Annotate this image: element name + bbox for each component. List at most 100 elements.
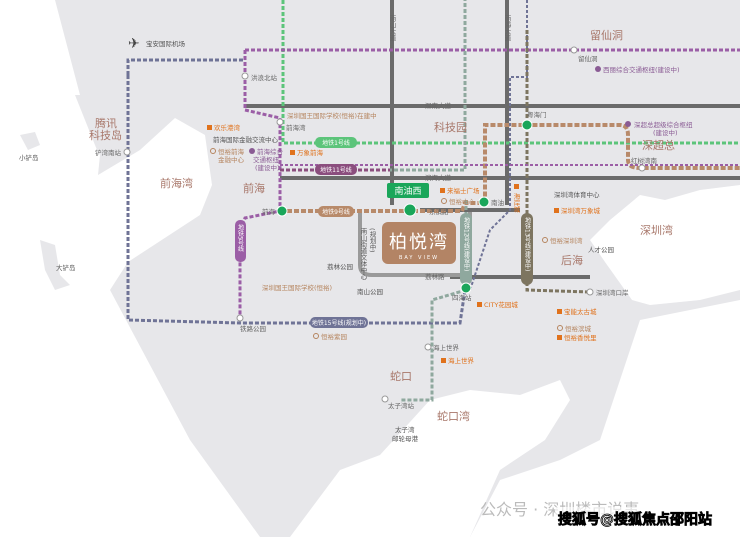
shekou-bay <box>290 380 570 537</box>
road-shennan: 深南大道 <box>425 101 452 110</box>
poi-lilin[interactable]: 荔林公园 <box>327 262 353 271</box>
station-marker[interactable] <box>123 148 131 156</box>
station-hongshuwannan[interactable]: 红树湾南 <box>631 156 658 165</box>
mall-icon <box>514 184 519 189</box>
island-dachan: 大铲岛 <box>56 263 76 272</box>
line5-label: 地铁5号线 <box>237 223 244 252</box>
station-honglangbei[interactable]: 洪浪北站 <box>251 73 278 82</box>
mall-wanxiang-szw[interactable]: 深圳湾万象城 <box>561 206 601 215</box>
hub-scz-2: (建设中) <box>653 128 678 137</box>
station-qianhai[interactable]: 前海 <box>262 207 276 216</box>
southeast-sea <box>470 300 740 537</box>
station-yuehaimen[interactable]: 粤海门 <box>527 110 547 119</box>
station-liuxiandong[interactable]: 留仙洞 <box>578 54 598 63</box>
mall-taigu[interactable]: 宝能太古城 <box>564 307 597 316</box>
xiaochan-island <box>20 132 40 150</box>
watermarks: 公众号 · 深圳楼市说事 搜狐号@搜狐焦点邵阳站 <box>480 500 735 529</box>
hub-icon <box>595 66 601 72</box>
mall-wanxiang-qh[interactable]: 万象前海 <box>297 148 324 157</box>
hengyu-finance-1[interactable]: 恒裕前海 <box>218 147 245 156</box>
hengyu-bincheng[interactable]: 恒裕滨城 <box>565 324 592 333</box>
mall-xiangyue[interactable]: 恒裕香悦里 <box>564 333 597 342</box>
line1-label: 地铁1号线 <box>322 139 350 147</box>
project-marker[interactable]: 南油西 柏悦湾 BAY VIEW <box>382 183 456 264</box>
poi-culture[interactable]: 南山街道文体中心 <box>359 227 367 280</box>
district-houhai: 后海 <box>561 253 583 267</box>
station-kouan[interactable]: 深圳湾口岸 <box>596 288 629 297</box>
poi-finance[interactable]: 前海国际金融交流中心 <box>213 135 279 144</box>
poi-port-1[interactable]: 太子湾 <box>395 425 415 434</box>
mall-haian[interactable]: 海岸城 <box>512 192 520 214</box>
interchange-icon[interactable] <box>478 196 490 208</box>
district-kejiyuan: 科技园 <box>434 120 467 134</box>
hub-qianhai-2: 交通枢纽 <box>253 155 280 164</box>
hub-qianhai-3: (建设中) <box>255 163 280 172</box>
district-labels: 留仙洞 科技园 深超总 前海 后海 深圳湾 前海湾 蛇口 蛇口湾 腾讯 科技岛 … <box>19 29 675 423</box>
station-dongbinlu: 东滨路 <box>429 207 449 216</box>
interchange-icon[interactable] <box>276 205 288 217</box>
station-sihai[interactable]: 四海站 <box>452 293 472 302</box>
mall-icon <box>290 150 295 155</box>
station-marker[interactable] <box>381 395 389 403</box>
interchange-icon[interactable] <box>460 282 472 294</box>
station-tielu[interactable]: 铁路公园 <box>240 324 266 333</box>
station-marker[interactable] <box>424 343 432 351</box>
shenzhen-bay <box>590 185 740 305</box>
station-qianhaiwan[interactable]: 前海湾 <box>286 123 306 132</box>
mall-icon <box>440 188 445 193</box>
hengyu-center[interactable]: 恒裕中心 <box>449 197 476 206</box>
hengyu-szw[interactable]: 恒裕深圳湾 <box>550 236 583 245</box>
poi-port-2: 邮轮母港 <box>392 434 419 443</box>
hengyu-icon <box>313 333 319 339</box>
mall-haishang[interactable]: 海上世界 <box>448 356 475 365</box>
mall-laifushi[interactable]: 来福士广场 <box>447 186 480 195</box>
station-marker[interactable] <box>586 288 594 296</box>
line12-label: 地铁12号线(建设中) <box>463 216 470 271</box>
station-chanwannan[interactable]: 铲湾南站 <box>95 148 122 157</box>
metro-logo-icon <box>403 203 417 217</box>
district-qianhaiwan: 前海湾 <box>160 176 193 190</box>
station-marker[interactable] <box>236 314 244 322</box>
station-nanyou[interactable]: 南油 <box>491 198 504 207</box>
hub-scz-1[interactable]: 深超总超级综合枢纽 <box>634 120 693 129</box>
station-marker[interactable] <box>570 46 578 54</box>
hub-icon <box>625 121 631 127</box>
station-marker[interactable] <box>638 164 646 172</box>
poi-sports[interactable]: 深圳湾体育中心 <box>554 190 600 199</box>
hengyu-icon <box>210 148 216 154</box>
hub-xili[interactable]: 西丽综合交通枢纽(建设中) <box>603 65 680 74</box>
district-qianhai: 前海 <box>243 181 265 195</box>
district-tencent: 腾讯 <box>95 116 117 130</box>
station-marker[interactable] <box>276 118 284 126</box>
nanyouxi-station-box <box>387 183 429 198</box>
station-haishang[interactable]: 海上世界 <box>433 343 460 352</box>
station-marker[interactable] <box>241 72 249 80</box>
poi-talent[interactable]: 人才公园 <box>588 245 614 254</box>
hub-qianhai-1[interactable]: 前海综合 <box>257 147 284 156</box>
school-2[interactable]: 深圳国王国际学校(恒裕) <box>262 283 332 292</box>
mall-icon <box>477 302 482 307</box>
road-nanhai: 南海大道 <box>503 14 511 43</box>
mall-huanle[interactable]: 欢乐港湾 <box>214 123 241 132</box>
sohu-watermark: 搜狐号@搜狐焦点邵阳站 <box>558 511 712 528</box>
other-pois: ✈ 宝安国际机场 前海国际金融交流中心 深圳湾体育中心 人才公园 荔林公园 南山… <box>128 36 614 443</box>
poi-airport[interactable]: 宝安国际机场 <box>146 39 186 48</box>
district-liuxiandong: 留仙洞 <box>590 29 623 42</box>
hengyu-ziyuan[interactable]: 恒裕紫园 <box>321 332 347 341</box>
road-nanshan: 南山大道 <box>388 14 396 43</box>
project-name[interactable]: 柏悦湾 <box>389 232 449 253</box>
station-taiziwan[interactable]: 太子湾站 <box>388 401 415 410</box>
poi-nanshan-park[interactable]: 南山公园 <box>357 287 383 296</box>
mall-city[interactable]: CITY花园城 <box>484 300 518 309</box>
district-shekou: 蛇口 <box>390 369 412 383</box>
school-1[interactable]: 深圳国王国际学校(恒裕)在建中 <box>287 111 377 120</box>
mall-icon <box>557 309 562 314</box>
line15-label: 地铁15号线(规划中) <box>312 319 366 327</box>
road-lilin: 荔林路 <box>425 272 445 281</box>
district-shenzhenwan: 深圳湾 <box>640 223 673 237</box>
nanyouxi-station-label[interactable]: 南油西 <box>394 185 421 197</box>
mall-icon <box>207 125 212 130</box>
interchange-icon[interactable] <box>521 119 533 131</box>
